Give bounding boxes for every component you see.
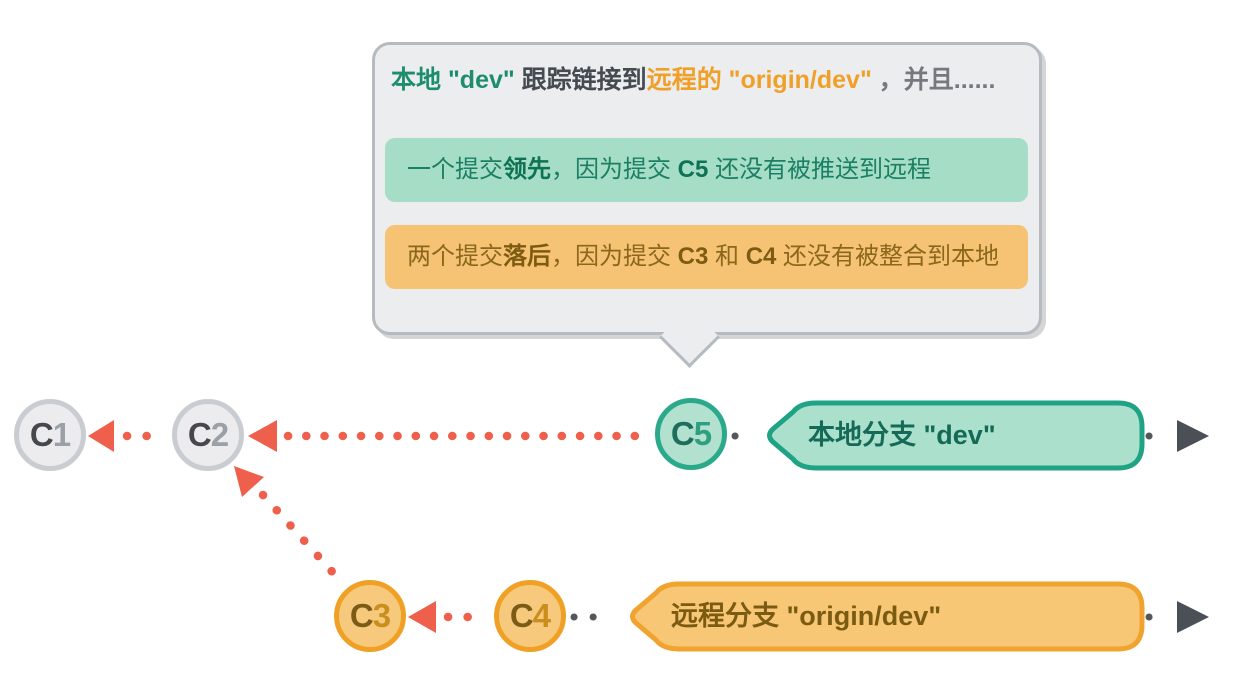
tracking-text: 跟踪链接到 — [514, 66, 647, 94]
behind-note: 两个提交落后，因为提交 C3 和 C4 还没有被整合到本地 — [385, 225, 1028, 289]
dotted-connector-c3-c2 — [258, 490, 350, 591]
remote-branch-label: 远程分支 "origin/dev" — [671, 601, 942, 631]
commit-number: 3 — [372, 597, 391, 634]
commit-number: 2 — [210, 416, 229, 453]
local-branch-label: 本地分支 "dev" — [808, 420, 996, 450]
commit-number: 4 — [532, 597, 551, 634]
ahead-commit-ref: C5 — [677, 156, 709, 183]
commit-letter: C — [349, 597, 374, 634]
commit-letter: C — [509, 597, 534, 634]
ahead-note: 一个提交领先，因为提交 C5 还没有被推送到远程 — [385, 138, 1028, 202]
red-arrowhead-icon — [88, 420, 114, 452]
commit-letter: C — [670, 415, 695, 452]
dark-arrowhead-icon — [1177, 420, 1209, 452]
behind-emphasis: 落后 — [503, 243, 551, 270]
dark-arrowhead-icon — [1177, 601, 1209, 633]
behind-commit-ref: C3 — [677, 243, 709, 270]
remote-origin-text: 远程的 "origin/dev" — [646, 66, 872, 94]
ahead-note-text: 一个提交 — [407, 156, 503, 183]
ahead-emphasis: 领先 — [503, 156, 551, 183]
red-arrowhead-icon — [234, 466, 264, 497]
local-dev-text: 本地 "dev" — [391, 66, 515, 94]
commit-letter: C — [29, 416, 54, 453]
commit-number: 5 — [693, 415, 712, 452]
behind-commit-ref: C4 — [745, 243, 777, 270]
red-arrowhead-icon — [408, 601, 436, 633]
tooltip-intro-text: 本地 "dev" 跟踪链接到远程的 "origin/dev" ，并且...... — [391, 60, 995, 96]
red-arrowhead-icon — [248, 420, 277, 452]
commit-number: 1 — [52, 416, 71, 453]
commit-letter: C — [187, 416, 212, 453]
remote-branch-banner — [630, 581, 1145, 652]
behind-note-text: 两个提交 — [407, 243, 503, 270]
continuation-text: ，并且...... — [871, 66, 996, 94]
local-branch-banner — [767, 400, 1145, 471]
